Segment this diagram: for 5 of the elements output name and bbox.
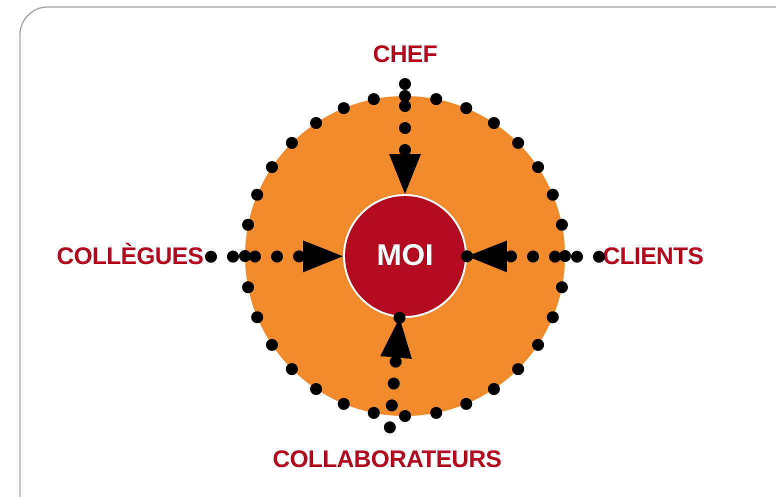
role-label: COLLÈGUES [56, 243, 204, 271]
circle-label: MOI [376, 239, 434, 273]
role-label: COLLABORATEURS [272, 446, 502, 474]
role-label: CLIENTS [602, 243, 704, 271]
role-label: CHEF [372, 41, 438, 69]
